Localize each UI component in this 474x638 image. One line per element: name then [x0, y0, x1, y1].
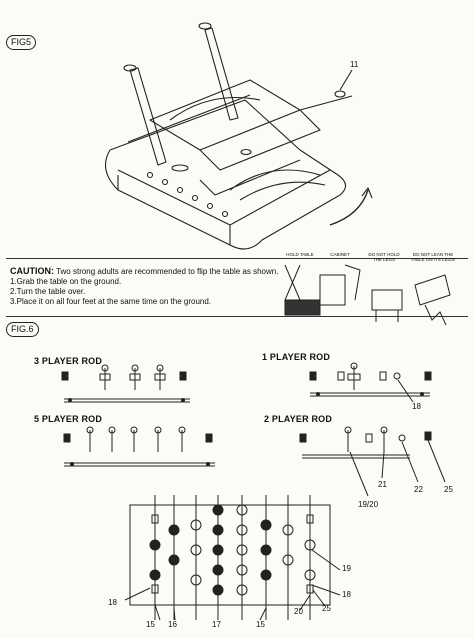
callout-bottom-4: 15: [256, 620, 265, 629]
caution-step-1: 1.Grab the table on the ground.: [10, 277, 122, 286]
three-player-parts: [61, 364, 190, 403]
callout-two-rod-b: 21: [378, 480, 387, 489]
rod-label-3-player: 3 PLAYER ROD: [34, 356, 103, 366]
one-player-parts: [309, 362, 432, 403]
section-divider: [6, 258, 468, 259]
callout-bottom-2: 16: [168, 620, 177, 629]
label-hold-table: HOLD TABLE: [286, 252, 314, 257]
callout-right-1: 19: [342, 564, 351, 573]
caution-step-2: 2.Turn the table over.: [10, 287, 86, 296]
callout-bottom-3: 17: [212, 620, 221, 629]
rod-label-5-player: 5 PLAYER ROD: [34, 414, 103, 424]
section-divider-2: [6, 316, 468, 317]
label-do-not-hold: DO NOT HOLD THE LEGS: [368, 252, 400, 262]
callout-bottom-6: 25: [322, 604, 331, 613]
callout-one-rod: 18: [412, 402, 421, 411]
fig6-tag: FIG.6: [6, 322, 39, 337]
caution-block: CAUTION: Two strong adults are recommend…: [10, 266, 280, 307]
playfield-layout: [124, 495, 341, 621]
fig5-callout-11: 11: [350, 60, 359, 69]
callout-two-rod-a: 19/20: [358, 500, 379, 509]
caution-intro: Two strong adults are recommended to fli…: [56, 267, 279, 276]
label-do-not-lean: DO NOT LEAN THE TABLE ON ITS LEGS!: [410, 252, 456, 262]
callout-right-2: 18: [342, 590, 351, 599]
caution-heading: CAUTION:: [10, 266, 54, 276]
callout-bottom-1: 15: [146, 620, 155, 629]
rod-label-2-player: 2 PLAYER ROD: [264, 414, 333, 424]
label-cabinet: CABINET: [330, 252, 350, 257]
two-player-parts: [299, 426, 446, 497]
callout-bottom-5: 20: [294, 607, 303, 616]
callout-two-rod-d: 25: [444, 485, 453, 494]
five-player-parts: [63, 426, 215, 467]
rod-label-1-player: 1 PLAYER ROD: [262, 352, 331, 362]
callout-two-rod-c: 22: [414, 485, 423, 494]
caution-step-3: 3.Place it on all four feet at the same …: [10, 297, 212, 306]
fig5-tag: FIG5: [6, 35, 37, 50]
callout-bottom-left: 18: [108, 598, 117, 607]
